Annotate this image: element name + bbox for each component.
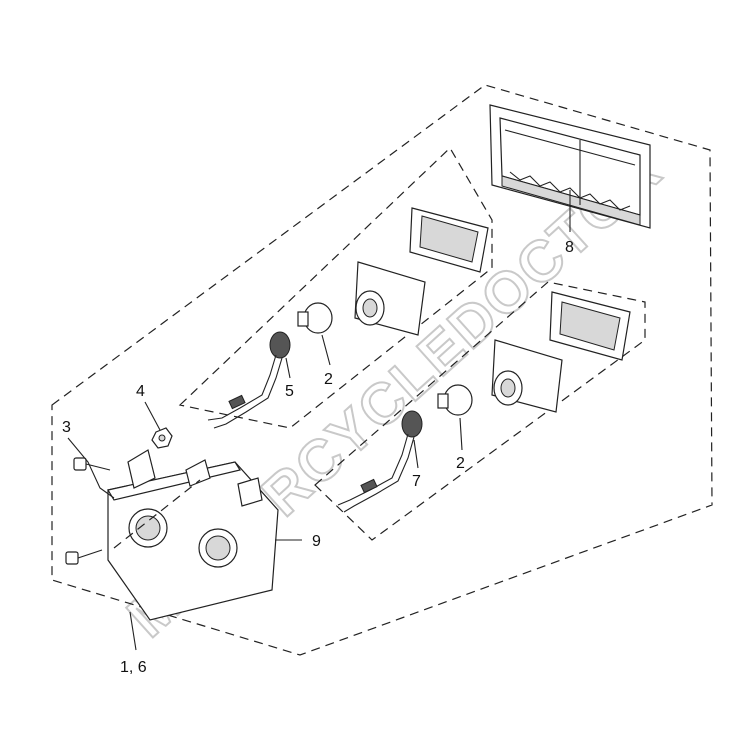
lamp-body-lower (491, 339, 563, 413)
nut-part (151, 427, 173, 449)
callout-4: 4 (136, 383, 145, 400)
assembly-guide-line (113, 479, 201, 549)
screw-upper (73, 457, 111, 471)
leader-4 (144, 401, 161, 431)
socket-harness-lower (337, 410, 423, 513)
leader-2a (321, 334, 331, 366)
rear-housing-part (489, 104, 651, 229)
leader-1-6 (129, 611, 137, 651)
bulb-lower (437, 384, 473, 416)
socket-harness-upper (207, 331, 291, 429)
callout-2-upper: 2 (324, 371, 333, 388)
subassembly-boundary-lower (314, 281, 646, 541)
base-plate-part (107, 449, 279, 621)
leader-5 (285, 357, 291, 379)
callout-5: 5 (285, 383, 294, 400)
assembly-boundary-outer (51, 84, 713, 656)
callout-9: 9 (312, 533, 321, 550)
callout-8: 8 (565, 239, 574, 256)
subassembly-boundary-upper (178, 147, 493, 429)
callout-1-6: 1, 6 (120, 659, 147, 676)
callout-3: 3 (62, 419, 71, 436)
lamp-body-upper (354, 261, 426, 336)
leader-3 (67, 437, 115, 499)
callout-7: 7 (412, 473, 421, 490)
screw-lower (65, 549, 103, 565)
leader-7 (413, 439, 419, 469)
leader-2b (459, 417, 463, 451)
callout-2-lower: 2 (456, 455, 465, 472)
lens-frame-upper (409, 207, 489, 273)
bulb-upper (297, 302, 333, 334)
lens-frame-lower (549, 291, 631, 361)
